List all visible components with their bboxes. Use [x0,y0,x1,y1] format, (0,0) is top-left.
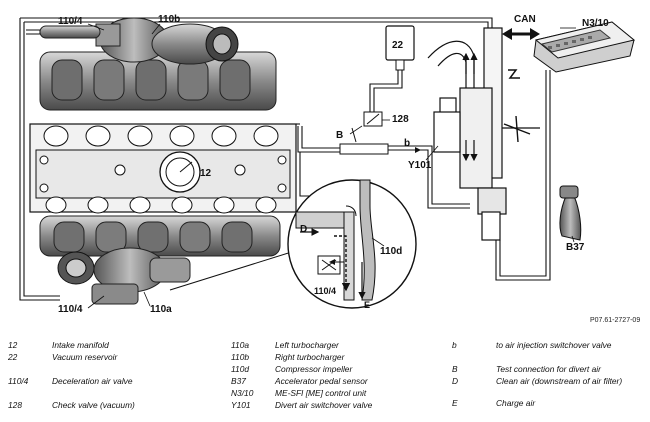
can-bus-arrow [502,28,540,40]
legend-row: B Test connection for divert air [452,364,647,376]
label-divert-air-valve: Y101 [408,160,432,171]
legend-row: 110d Compressor impeller [231,364,441,376]
legend-key: B37 [231,376,246,386]
legend-row: 12 Intake manifold [8,340,223,352]
legend-text: Deceleration air valve [52,376,133,386]
legend-row: 110a Left turbocharger [231,340,441,352]
label-deceleration-valve-bottom: 110/4 [58,304,83,315]
compressor-inset [169,179,417,309]
legend-row: 110b Right turbocharger [231,352,441,364]
legend-key: 110a [231,340,250,350]
legend-column-2: 110a Left turbocharger 110b Right turbochar… [231,340,441,412]
label-left-turbocharger: 110a [150,304,172,315]
legend-text: Clean air (downstream of air filter) [496,376,623,386]
legend-key: Y101 [231,400,251,410]
legend-row: B37 Accelerator pedal sensor [231,376,441,388]
legend-key: D [452,376,459,386]
label-control-unit: N3/10 [582,18,609,29]
legend-row: Y101 Divert air switchover valve [231,400,441,412]
legend-text: Test connection for divert air [496,364,601,374]
legend-text: Divert air switchover valve [275,400,373,410]
label-accelerator-sensor: B37 [566,242,585,253]
legend-key: 110d [231,364,250,374]
legend-key: N3/10 [231,388,254,398]
label-test-connection: B [336,130,343,141]
legend-key: b [452,340,457,350]
legend-row: D Clean air (downstream of air filter) [452,376,647,398]
figure-reference: P07.61-2727-09 [590,317,641,324]
legend-text: ME-SFI [ME] control unit [275,388,367,398]
accelerator-pedal-sensor [559,185,582,241]
legend-text: Compressor impeller [275,364,353,374]
legend-key: 12 [8,340,18,350]
legend-text: to air injection switchover valve [496,340,612,350]
label-can: CAN [514,14,536,25]
legend-row: 110/4 Deceleration air valve [8,376,223,388]
legend-text: Accelerator pedal sensor [275,376,368,386]
legend-text: Left turbocharger [275,340,339,350]
label-charge-air: E [364,300,370,310]
legend-text: Charge air [496,398,536,408]
label-check-valve: 128 [392,114,409,125]
legend-row: 128 Check valve (vacuum) [8,400,223,412]
legend-key: 110/4 [8,376,29,386]
legend-row [8,364,223,376]
label-to-air-injection: b [404,138,410,149]
legend-row [8,388,223,400]
label-right-turbocharger: 110b [158,14,180,25]
system-diagram: 110/4 110b CAN N3/10 22 128 B b Y101 12 … [19,14,636,315]
legend-row: 22 Vacuum reservoir [8,352,223,364]
label-compressor-impeller: 110d [380,246,402,257]
legend-row: N3/10 ME-SFI [ME] control unit [231,388,441,400]
legend-key: 110b [231,352,250,362]
legend-row [452,352,647,364]
label-intake-manifold: 12 [200,168,212,179]
legend-text: Intake manifold [52,340,109,350]
legend-column-1: 12 Intake manifold 22 Vacuum reservoir 110/4… [8,340,223,412]
label-deceleration-valve-top: 110/4 [58,16,83,27]
legend-key: 128 [8,400,22,410]
legend-text: Right turbocharger [275,352,345,362]
legend-row: b to air injection switchover valve [452,340,647,352]
legend-key: 22 [8,352,18,362]
legend-key: B [452,364,458,374]
legend-text: Vacuum reservoir [52,352,118,362]
leader-lines [87,23,576,309]
legend-text: Check valve (vacuum) [52,400,135,410]
legend-row: E Charge air [452,398,647,410]
control-unit [533,21,636,73]
label-clean-air: D [300,224,307,235]
label-deceleration-valve-inset: 110/4 [314,286,336,296]
vacuum-reservoir [385,25,415,71]
intake-pipe [427,27,540,241]
label-vacuum-reservoir: 22 [392,40,404,51]
legend-key: E [452,398,458,408]
right-turbocharger-assembly [39,17,277,111]
check-valve [339,111,421,155]
intake-manifold [29,123,297,214]
left-turbocharger-assembly [39,215,281,305]
